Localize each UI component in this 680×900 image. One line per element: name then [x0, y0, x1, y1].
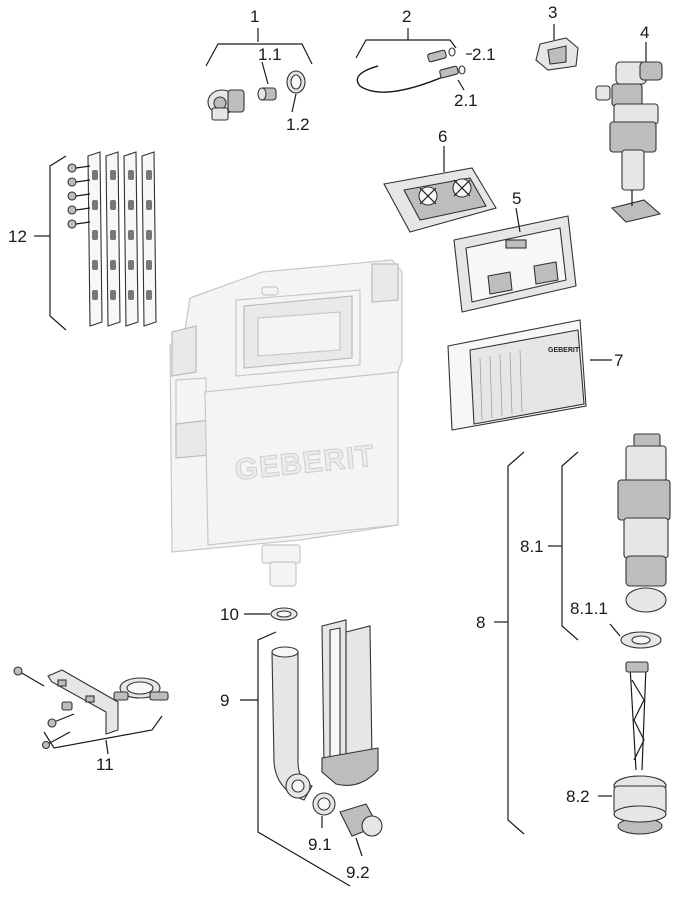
label-8: 8 — [476, 613, 485, 632]
part-10-seal-ring — [270, 607, 298, 621]
part-9-2-connector — [339, 803, 383, 837]
label-1: 1 — [250, 7, 259, 26]
label-12: 12 — [8, 227, 27, 246]
label-11: 11 — [96, 755, 114, 774]
part-8-1-1-seal — [620, 631, 662, 649]
part-1-1-plug — [257, 87, 277, 101]
label-9-1: 9.1 — [308, 835, 332, 854]
plate-brand-text: GEBERIT — [548, 347, 580, 354]
part-9-1-ring — [312, 792, 336, 816]
label-3: 3 — [548, 3, 557, 22]
label-4: 4 — [640, 23, 649, 42]
part-12-fixing-strips — [67, 151, 157, 327]
label-7: 7 — [614, 351, 623, 370]
part-2-flex-hose — [356, 47, 466, 93]
label-5: 5 — [512, 189, 521, 208]
label-1-1: 1.1 — [258, 45, 282, 64]
leader-lines — [34, 24, 647, 887]
part-labels: 1 1.1 1.2 2 2.1 2.1 3 4 6 5 7 12 8.1 8 8… — [8, 3, 649, 882]
part-11-bracket-set — [13, 666, 169, 750]
part-1-inlet-connector — [207, 89, 245, 121]
label-6: 6 — [438, 127, 447, 146]
part-8-2-outlet — [613, 661, 667, 835]
label-8-1: 8.1 — [520, 537, 544, 556]
label-2-1-a: 2.1 — [472, 45, 496, 64]
label-2-1-b: 2.1 — [454, 91, 478, 110]
part-8-1-flush-valve — [617, 433, 671, 613]
label-8-2: 8.2 — [566, 787, 590, 806]
part-1-2-nut — [286, 70, 306, 94]
label-2: 2 — [402, 7, 411, 26]
part-6-mounting-frame — [383, 167, 497, 233]
label-8-1-1: 8.1.1 — [570, 599, 608, 618]
label-10: 10 — [220, 605, 239, 624]
cistern-body: GEBERIT — [169, 259, 403, 587]
part-7-actuator-plate: GEBERIT — [447, 319, 587, 431]
part-9-flush-pipe — [271, 619, 379, 801]
part-4-fill-valve — [595, 61, 663, 223]
label-9: 9 — [220, 691, 229, 710]
part-5-panel-frame — [453, 215, 577, 313]
part-3-clip — [535, 37, 579, 71]
label-1-2: 1.2 — [286, 115, 310, 134]
label-9-2: 9.2 — [346, 863, 370, 882]
